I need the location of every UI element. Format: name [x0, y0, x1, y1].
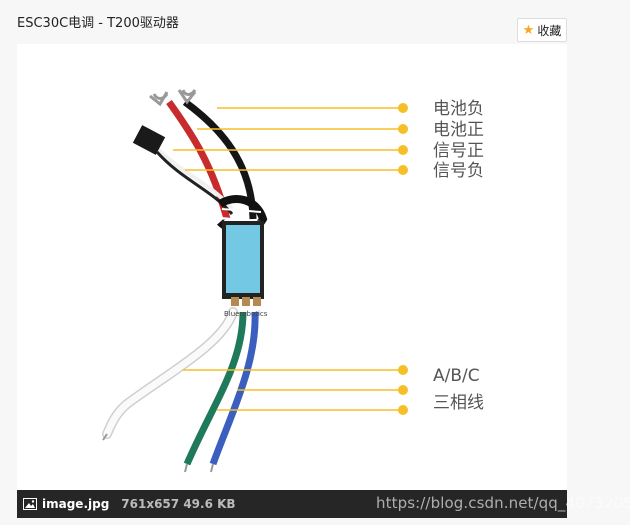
label-phase-abc: A/B/C [433, 366, 480, 386]
label-signal-positive: 信号正 [433, 141, 484, 161]
label-battery-negative: 电池负 [433, 99, 484, 119]
image-meta: 761x657 49.6 KB [121, 497, 235, 511]
star-icon: ★ [523, 24, 535, 37]
favorite-button[interactable]: ★ 收藏 [517, 18, 567, 42]
favorite-label: 收藏 [537, 22, 561, 39]
image-filename: image.jpg [42, 497, 109, 511]
label-battery-positive: 电池正 [433, 120, 484, 140]
label-signal-negative: 信号负 [433, 161, 484, 181]
label-three-phase: 三相线 [433, 393, 484, 413]
image-card: Bluerobotics 电池负 电池正 信号正 信号负 A/B/C 三相线 [17, 44, 567, 490]
esc-board: Bluerobotics [222, 221, 268, 318]
image-icon [23, 498, 37, 510]
esc-wiring-diagram: Bluerobotics 电池负 电池正 信号正 信号负 A/B/C 三相线 [17, 44, 567, 490]
board-label: Bluerobotics [224, 310, 268, 318]
white-phase-wire [103, 312, 233, 440]
pointer-lines [173, 103, 408, 415]
page-title: ESC30C电调 - T200驱动器 [17, 12, 179, 31]
image-info-bar: image.jpg 761x657 49.6 KB [17, 490, 567, 518]
